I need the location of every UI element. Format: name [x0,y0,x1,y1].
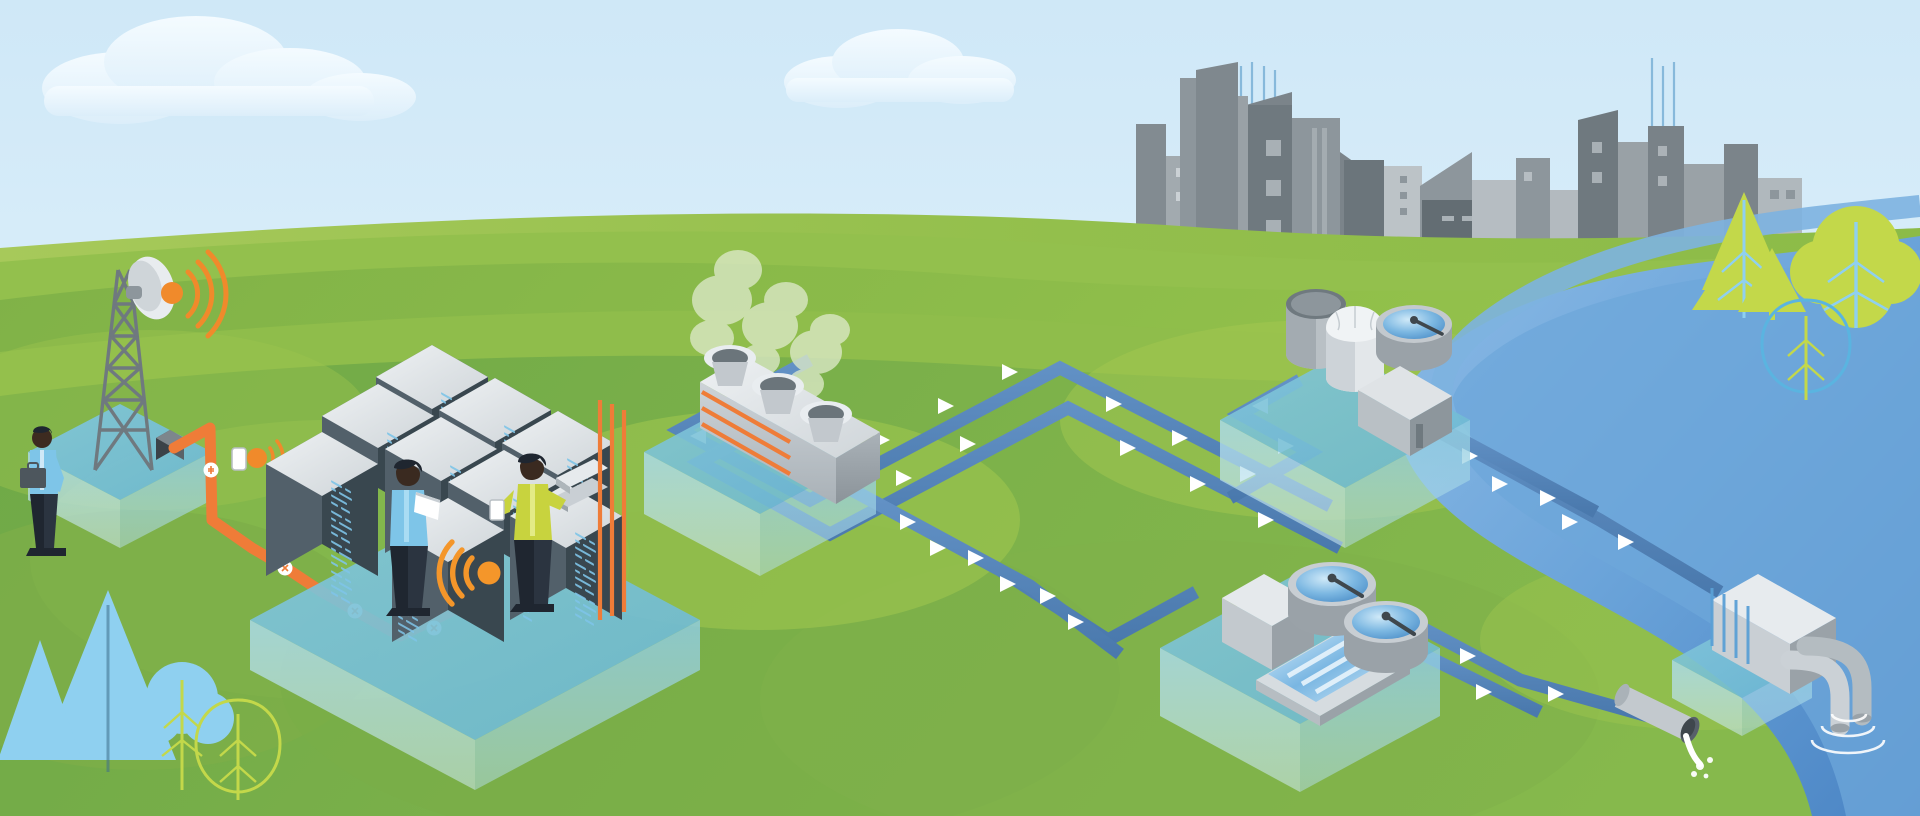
power-plant[interactable] [644,250,880,576]
satellite-dish-icon [126,256,183,320]
control-building[interactable] [1358,366,1452,456]
server-rack[interactable] [266,432,378,606]
conifer-tree-right-2 [1738,248,1806,320]
city-skyline [1136,58,1802,248]
outline-tree-left [194,698,282,800]
water-treatment-plant-upper[interactable] [1220,289,1470,548]
conifer-tree-left-3 [0,640,82,760]
radio-signal-icon [185,249,229,339]
broadleaf-tree-left [130,662,234,790]
phone-signal-icon [231,439,285,477]
exhaust-stack [800,401,852,442]
cloud-right [784,29,1016,108]
water-ripples [1810,713,1886,755]
vegetation-right [1692,192,1920,400]
river-label: River / receiving water body [4,155,201,172]
exhaust-stack [704,345,756,386]
outfall-pump-station[interactable] [1672,574,1886,755]
wifi-signal-icon [436,539,501,607]
field-technician[interactable] [20,426,66,556]
tower-mast [93,269,154,471]
exhaust-stacks [704,345,852,442]
stormwater-outfall-pipe[interactable] [1611,682,1713,779]
wastewater-treatment-plant-lower[interactable] [1160,562,1440,792]
intake-screen-bars [1710,588,1750,664]
circular-clarifier[interactable] [1376,305,1452,371]
data-center[interactable] [250,345,700,790]
outline-tree-right [1760,298,1852,400]
data-center-engineer[interactable] [489,453,566,612]
broadleaf-tree-right [1790,206,1920,328]
operator-with-phone[interactable] [231,439,285,477]
circular-clarifier[interactable] [1344,601,1428,673]
exhaust-stack [752,373,804,414]
digester-dome[interactable] [1326,306,1384,392]
cloud-left [42,16,416,124]
data-center-technician[interactable] [386,459,440,616]
steam-plume [690,250,850,399]
vegetation-left [0,590,282,800]
power-riser-cables [597,400,627,620]
